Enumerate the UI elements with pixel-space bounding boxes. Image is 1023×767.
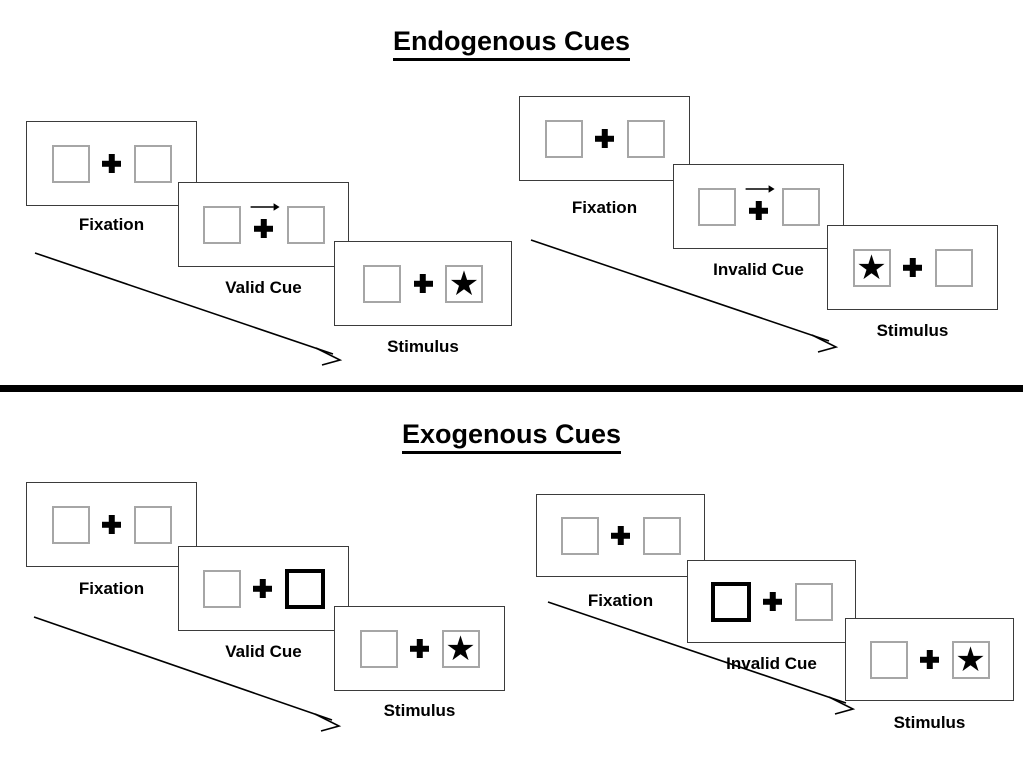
- fixation-cross-icon: [253, 579, 272, 598]
- left-box: ★: [852, 248, 891, 287]
- right-box-cued: [284, 568, 325, 609]
- label-exogenous-invalid-cue: Invalid Cue: [726, 654, 817, 673]
- label-endogenous-valid-cue: Valid Cue: [225, 278, 302, 297]
- left-box: [202, 569, 241, 608]
- exogenous-left-time-arrow: [33, 616, 342, 732]
- frame-endogenous-invalid-cue: [673, 164, 844, 249]
- arrow-right-cue-icon: [250, 202, 280, 211]
- left-box: [560, 516, 599, 555]
- left-box: [544, 119, 583, 158]
- fixation-cross-icon: [595, 129, 614, 148]
- label-endogenous-valid-stimulus: Stimulus: [387, 337, 459, 356]
- right-box: [626, 119, 665, 158]
- fixation-cross-icon: [254, 219, 273, 238]
- left-box: [869, 640, 908, 679]
- star-icon: ★: [856, 248, 887, 287]
- label-endogenous-invalid-fixation: Fixation: [571, 198, 638, 217]
- frame-exogenous-invalid-fixation: [536, 494, 705, 577]
- right-box: [642, 516, 681, 555]
- label-exogenous-invalid-stimulus: Stimulus: [893, 713, 966, 732]
- frame-exogenous-invalid-cue: [687, 560, 856, 643]
- right-box: ★: [951, 640, 990, 679]
- right-box: [934, 248, 973, 287]
- section-title-exogenous-text: Exogenous Cues: [401, 419, 622, 454]
- fixation-cross-icon: [903, 258, 922, 277]
- label-exogenous-valid-stimulus: Stimulus: [383, 701, 456, 720]
- fixation-cross-icon: [102, 515, 121, 534]
- left-box: [697, 187, 736, 226]
- arrow-right-cue-icon: [745, 184, 775, 193]
- right-box: [286, 205, 325, 244]
- star-icon: ★: [955, 640, 986, 679]
- star-icon: ★: [445, 629, 476, 668]
- frame-exogenous-valid-fixation: [26, 482, 197, 567]
- fixation-cross-icon: [102, 154, 121, 173]
- endogenous-right-time-arrow: [530, 239, 839, 353]
- left-box: [359, 629, 398, 668]
- right-box: [794, 582, 833, 621]
- left-box-cued: [710, 581, 751, 622]
- exogenous-right-time-arrow: [547, 601, 856, 715]
- left-box: [202, 205, 241, 244]
- label-exogenous-valid-cue: Valid Cue: [225, 642, 302, 661]
- label-endogenous-invalid-cue: Invalid Cue: [713, 260, 804, 279]
- right-box: [133, 144, 172, 183]
- frame-exogenous-valid-stimulus: ★: [334, 606, 505, 691]
- frame-exogenous-invalid-stimulus: ★: [845, 618, 1014, 701]
- left-box: [51, 144, 90, 183]
- left-box: [363, 264, 401, 303]
- frame-endogenous-invalid-stimulus: ★: [827, 225, 998, 310]
- fixation-cross-icon: [410, 639, 429, 658]
- section-title-exogenous: Exogenous Cues: [0, 419, 1023, 454]
- label-endogenous-invalid-stimulus: Stimulus: [876, 321, 949, 340]
- fixation-cross-icon: [414, 274, 433, 293]
- fixation-cross-icon: [749, 201, 768, 220]
- right-box: [133, 505, 172, 544]
- section-title-endogenous: Endogenous Cues: [0, 26, 1023, 61]
- section-title-endogenous-text: Endogenous Cues: [392, 26, 630, 61]
- frame-endogenous-valid-cue: [178, 182, 349, 267]
- right-box: ★: [445, 264, 483, 303]
- frame-endogenous-valid-stimulus: ★: [334, 241, 512, 326]
- section-divider: [0, 385, 1023, 392]
- endogenous-left-time-arrow: [34, 252, 343, 366]
- label-exogenous-valid-fixation: Fixation: [78, 579, 145, 598]
- frame-exogenous-valid-cue: [178, 546, 349, 631]
- fixation-cross-icon: [611, 526, 630, 545]
- left-box: [51, 505, 90, 544]
- right-box: ★: [441, 629, 480, 668]
- frame-endogenous-valid-fixation: [26, 121, 197, 206]
- right-box: [781, 187, 820, 226]
- frame-endogenous-invalid-fixation: [519, 96, 690, 181]
- label-endogenous-valid-fixation: Fixation: [78, 215, 145, 234]
- star-icon: ★: [448, 264, 480, 303]
- fixation-cross-icon: [920, 650, 939, 669]
- label-exogenous-invalid-fixation: Fixation: [587, 591, 654, 610]
